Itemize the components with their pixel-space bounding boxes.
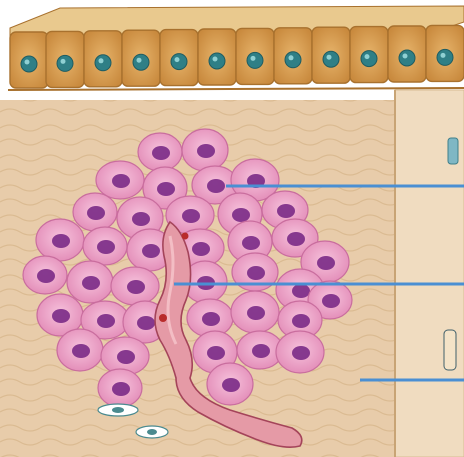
gland-cell-nucleus [277,204,295,218]
gland-cell-nucleus [247,306,265,320]
epithelial-nucleus [361,51,377,67]
gland-cell-nucleus [247,266,265,280]
nucleolus [403,54,408,59]
vessel-fragment [448,138,458,164]
gland-cell-nucleus [292,284,310,298]
nucleolus [61,59,66,64]
gland-cell-nucleus [322,294,340,308]
epithelial-nucleus [21,56,37,72]
epithelial-nucleus [57,55,73,71]
nucleolus [175,57,180,62]
epithelial-nucleus [285,52,301,68]
gland-cell-nucleus [82,276,100,290]
gland-cell-nucleus [87,206,105,220]
fibroblast-nucleus [147,429,157,435]
nucleolus [327,55,332,60]
gland-cell-nucleus [192,242,210,256]
gland-cell-nucleus [292,346,310,360]
red-blood-cell [182,233,189,240]
nucleolus [251,56,256,61]
gland-cell-nucleus [232,208,250,222]
nucleolus [365,54,370,59]
epithelial-nucleus [95,55,111,71]
gland-cell-nucleus [222,378,240,392]
gland-cell-nucleus [52,234,70,248]
gland-cell-nucleus [97,240,115,254]
gland-cell-nucleus [37,269,55,283]
epithelial-nucleus [323,51,339,67]
nucleolus [289,55,294,60]
nucleolus [441,53,446,58]
gland-cell-nucleus [207,179,225,193]
epithelial-nucleus [247,52,263,68]
vessel-fragment [444,330,456,370]
gland-cell-nucleus [287,232,305,246]
gland-cell-nucleus [197,144,215,158]
gland-cell-nucleus [182,209,200,223]
gland-cell-nucleus [317,256,335,270]
epithelial-nucleus [399,50,415,66]
gland-cell-nucleus [72,344,90,358]
gland-cell-nucleus [242,236,260,250]
gland-cell-nucleus [112,382,130,396]
gland-cell-nucleus [142,244,160,258]
nucleolus [137,58,142,63]
surface-epithelium [8,25,464,90]
gland-cell-nucleus [202,312,220,326]
gland-cell-nucleus [97,314,115,328]
epithelial-nucleus [171,54,187,70]
gland-cell-nucleus [207,346,225,360]
nucleolus [25,60,30,65]
fibroblast-nucleus [112,407,124,413]
gland-cell-nucleus [52,309,70,323]
nucleolus [99,58,104,63]
gland-cell-nucleus [112,174,130,188]
gland-cell-nucleus [152,146,170,160]
epithelial-nucleus [133,54,149,70]
red-blood-cell [159,314,167,322]
gland-cell-nucleus [157,182,175,196]
gland-cell-nucleus [252,344,270,358]
nucleolus [213,57,218,62]
gland-cell-nucleus [132,212,150,226]
gland-cell-nucleus [292,314,310,328]
epithelial-nucleus [437,49,453,65]
epithelial-nucleus [209,53,225,69]
gland-cell-nucleus [127,280,145,294]
gland-cell-nucleus [117,350,135,364]
gland-cell-nucleus [137,316,155,330]
